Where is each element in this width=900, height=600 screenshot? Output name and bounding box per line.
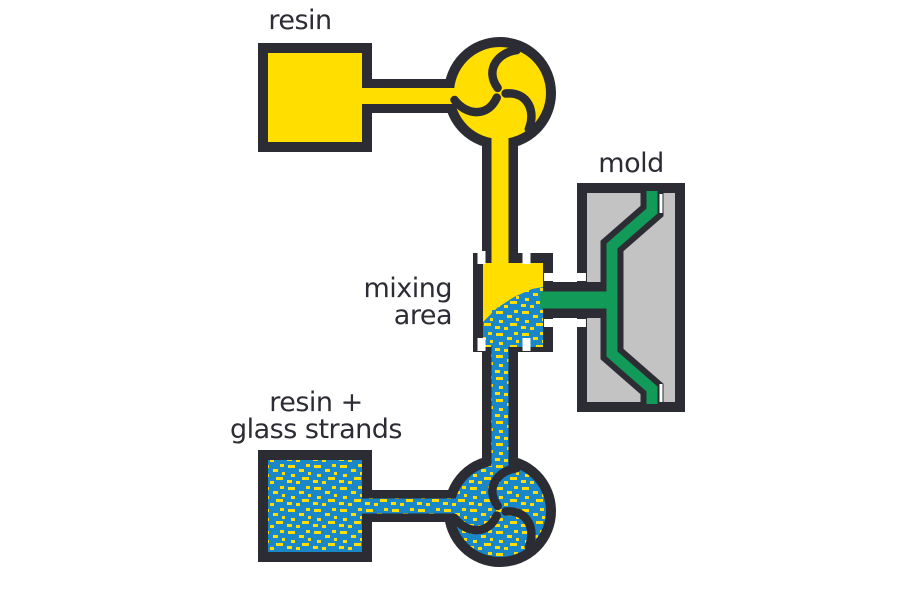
mixing-area-label: mixing area [320, 275, 452, 329]
pump-rotor-icon [450, 45, 536, 134]
glass-resin-label-line2: glass strands [229, 414, 403, 445]
glass-resin-label-line1: resin + [269, 387, 363, 418]
pump-rotor-icon [450, 463, 536, 552]
resin-label-text: resin [268, 5, 332, 36]
chamber-joint-gaps [477, 251, 586, 351]
mixing-area-label-line1: mixing [363, 273, 452, 304]
glass-resin-label: resin + glass strands [211, 389, 421, 443]
mold-label: mold [566, 150, 696, 177]
resin-label: resin [235, 7, 365, 34]
glass-resin-tank [258, 450, 372, 562]
mixing-area-label-line2: area [393, 300, 453, 331]
mold-label-text: mold [598, 148, 664, 179]
resin-tank [258, 43, 372, 152]
